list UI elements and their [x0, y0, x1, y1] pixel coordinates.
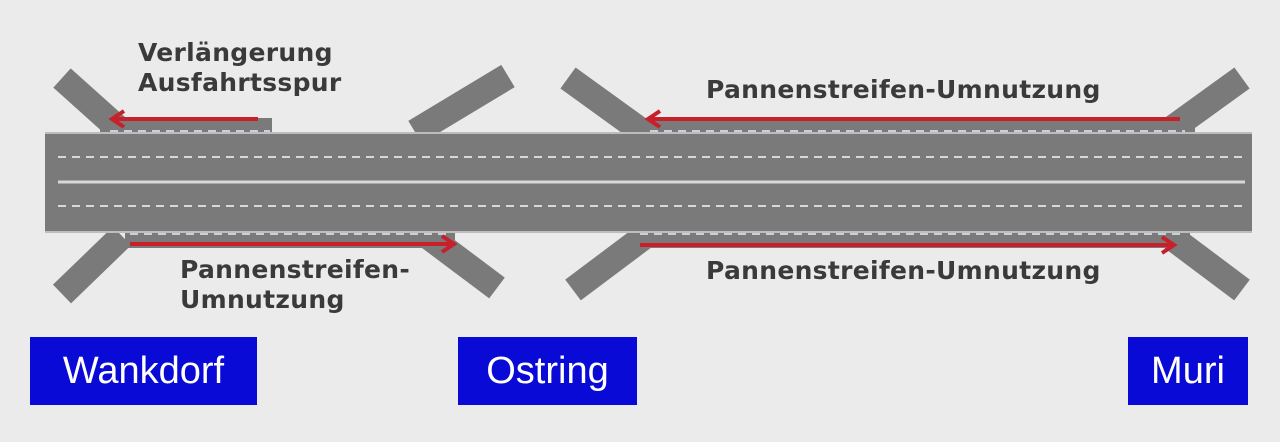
ramp-wankdorf-bottom	[52, 226, 132, 304]
annotation-exit-extension: Verlängerung Ausfahrtsspur	[138, 38, 342, 98]
ramp-muri-west-bottom	[565, 225, 653, 301]
junction-label-wankdorf: Wankdorf	[30, 337, 257, 405]
annotation-line: Umnutzung	[180, 285, 345, 314]
junction-label-muri: Muri	[1128, 337, 1248, 405]
annotation-shoulder-bottom-right: Pannenstreifen-Umnutzung	[706, 256, 1101, 285]
annotation-shoulder-left: Pannenstreifen- Umnutzung	[180, 255, 410, 315]
annotation-line: Ausfahrtsspur	[138, 68, 342, 97]
ramp-ostring-top	[408, 64, 515, 144]
annotation-shoulder-top-right: Pannenstreifen-Umnutzung	[706, 75, 1101, 104]
annotation-line: Verlängerung	[138, 38, 333, 67]
arrows	[108, 109, 1180, 255]
annotation-line: Pannenstreifen-	[180, 255, 411, 284]
junction-label-ostring: Ostring	[458, 337, 637, 405]
ramp-muri-west-top	[560, 67, 648, 141]
shoulder-top-right	[635, 118, 1195, 134]
